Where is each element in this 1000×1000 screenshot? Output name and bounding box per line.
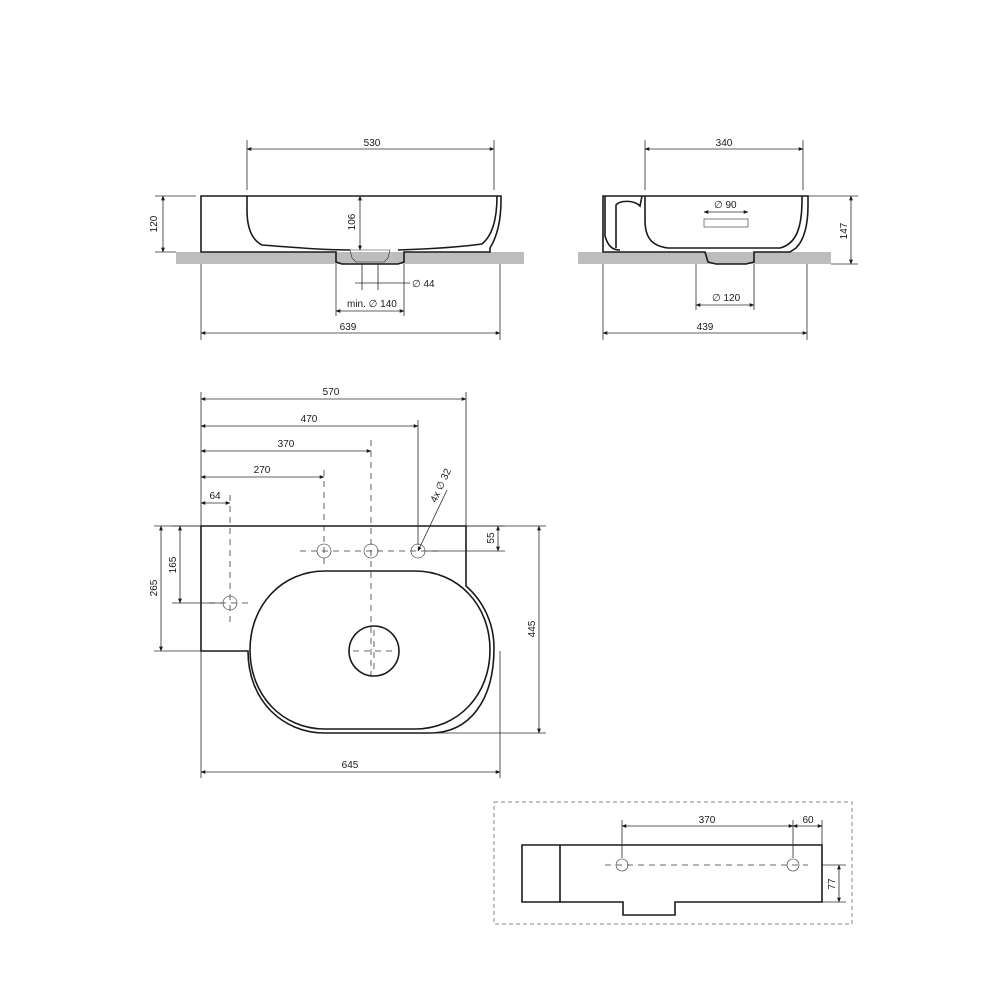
rear-outline xyxy=(521,844,823,916)
side-countertop-section xyxy=(578,252,831,264)
dim-plan-445: 445 xyxy=(527,620,538,637)
dim-plan-645: 645 xyxy=(342,760,359,771)
rear-view-detail: 370 60 77 xyxy=(493,801,853,925)
dim-overflow-diameter: ∅ 90 xyxy=(714,200,737,211)
dim-plan-570: 570 xyxy=(323,387,340,398)
side-basin-outline xyxy=(602,195,809,265)
side-basin-inner xyxy=(644,196,803,249)
dim-front-overall-width: 639 xyxy=(340,322,357,333)
dim-plan-55: 55 xyxy=(486,532,497,544)
dim-side-height: 147 xyxy=(839,222,850,239)
side-overflow-slot xyxy=(604,195,643,251)
dim-side-depth: 439 xyxy=(697,322,714,333)
front-basin-outline xyxy=(200,195,502,265)
dim-plan-64: 64 xyxy=(209,491,221,502)
overflow-opening xyxy=(703,218,749,228)
dim-front-width: 530 xyxy=(364,138,381,149)
dim-plan-370: 370 xyxy=(278,439,295,450)
dim-plan-265: 265 xyxy=(149,579,160,596)
dim-min-cutout: min. ∅ 140 xyxy=(347,299,397,310)
dim-drain-diameter: ∅ 44 xyxy=(412,279,435,290)
plan-view: 570 470 370 270 64 4x ∅ 32 55 165 265 xyxy=(149,387,546,778)
dim-front-height: 120 xyxy=(149,215,160,232)
plan-bowl xyxy=(249,570,491,730)
front-basin-inner xyxy=(246,195,498,251)
dim-plan-470: 470 xyxy=(301,414,318,425)
dim-hole-diameter: 4x ∅ 32 xyxy=(429,467,454,505)
dim-plan-270: 270 xyxy=(254,465,271,476)
dim-rear-edge: 60 xyxy=(802,815,814,826)
plan-outline xyxy=(200,525,495,734)
countertop-section xyxy=(176,252,524,264)
dim-bowl-depth: 106 xyxy=(347,213,358,230)
detail-frame xyxy=(493,801,853,925)
plan-drain xyxy=(348,625,400,677)
dim-side-drain: ∅ 120 xyxy=(712,293,741,304)
dim-rear-spacing: 370 xyxy=(699,815,716,826)
dim-rear-height: 77 xyxy=(827,878,838,890)
side-elevation-view: 340 ∅ 90 147 ∅ 120 439 xyxy=(578,138,858,340)
front-drain xyxy=(349,249,391,263)
front-elevation-view: 530 120 106 ∅ 44 min. ∅ 140 639 xyxy=(149,138,524,340)
dim-side-width: 340 xyxy=(716,138,733,149)
dim-plan-165: 165 xyxy=(168,556,179,573)
